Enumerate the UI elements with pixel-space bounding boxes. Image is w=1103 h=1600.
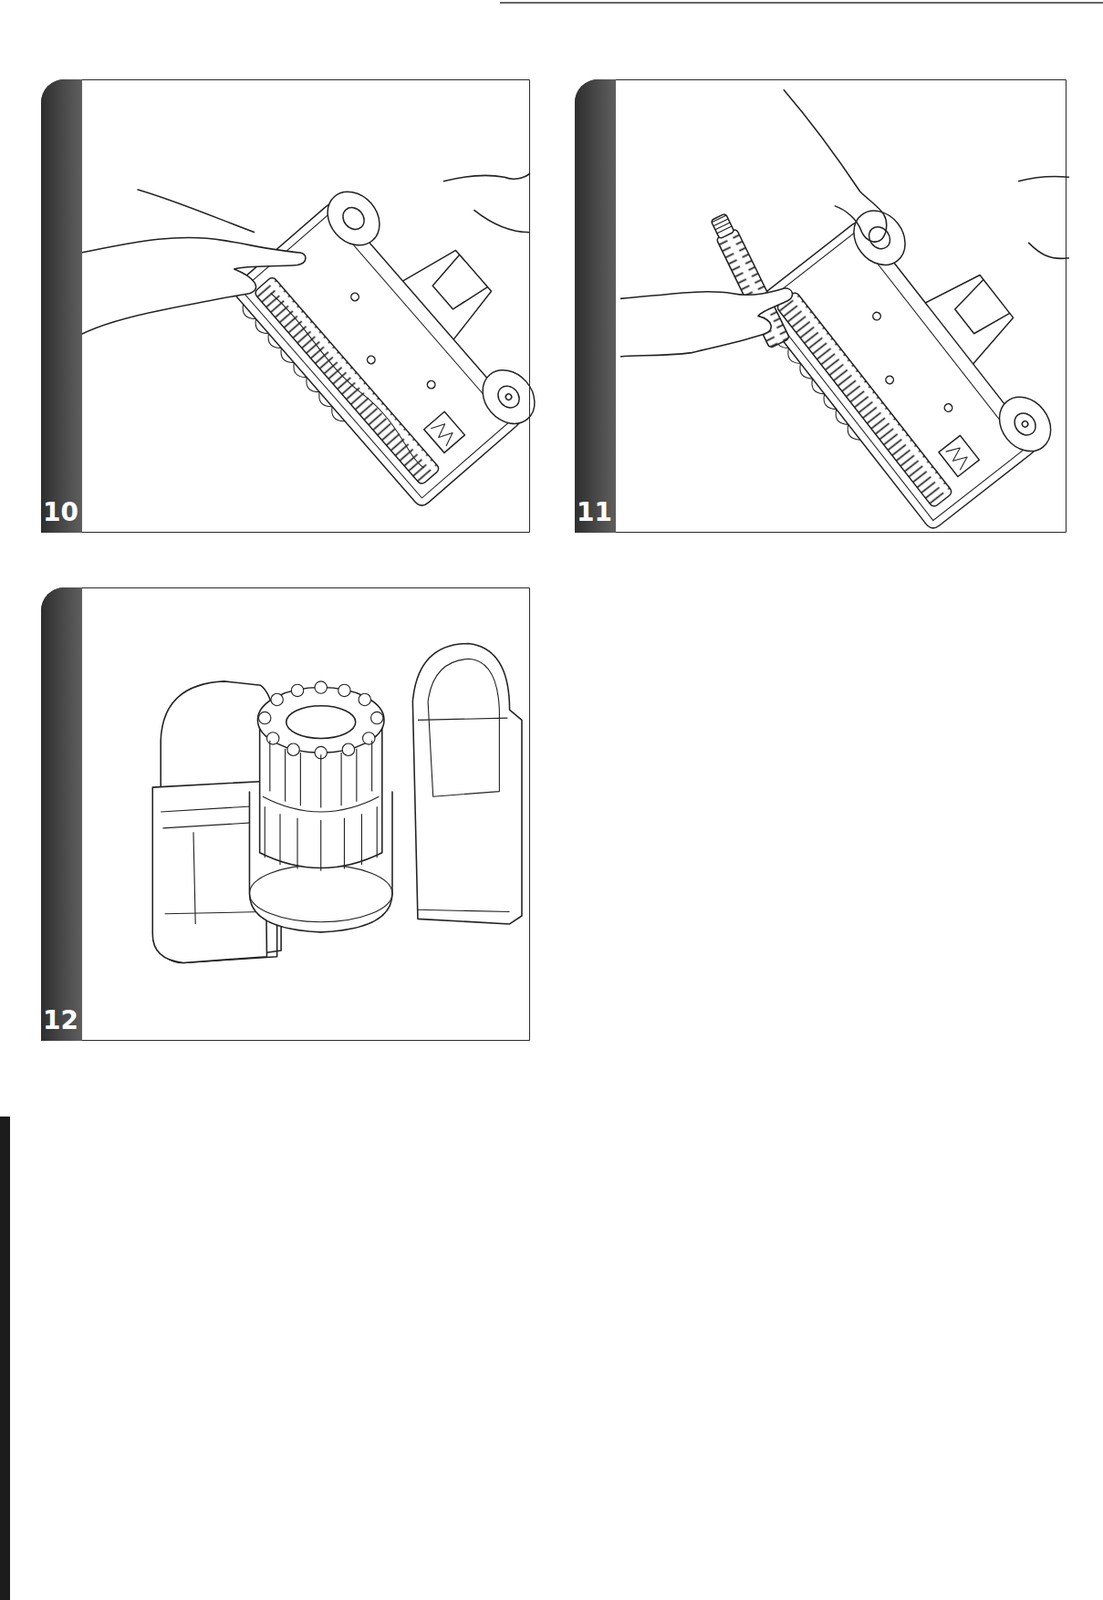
panel-tab: 11 <box>574 79 616 533</box>
figure-number: 12 <box>42 1008 79 1034</box>
figure-panel: 10 <box>41 79 531 533</box>
nozzle-illustration <box>620 89 1088 537</box>
panel-tab: 12 <box>41 587 83 1041</box>
side-bar <box>0 1116 11 1600</box>
top-rule <box>499 1 1103 4</box>
nozzle-illustration <box>81 159 571 515</box>
panel-tab: 10 <box>41 79 83 533</box>
figure-panel: 12 <box>41 587 531 1041</box>
cyclone-illustration <box>152 643 522 963</box>
figure-number: 10 <box>42 499 79 526</box>
figure-panel: 11 <box>574 79 1067 533</box>
figure-number: 11 <box>576 499 613 526</box>
